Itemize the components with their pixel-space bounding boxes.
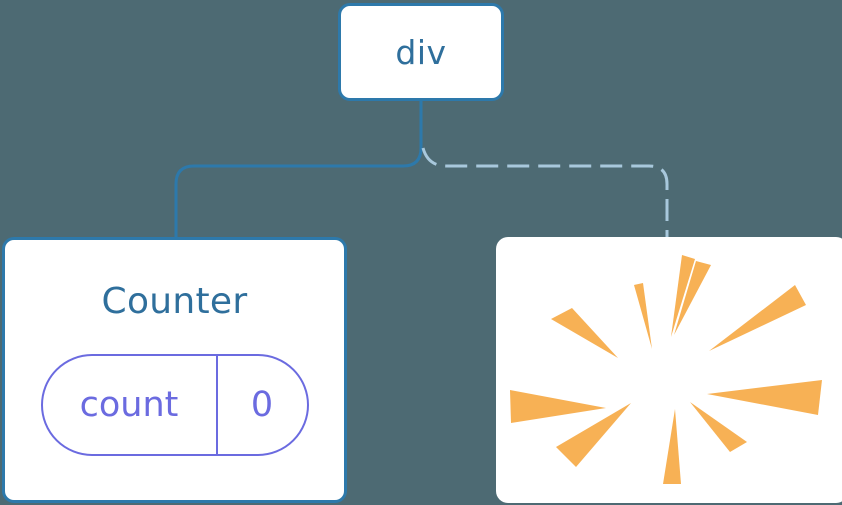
render-burst-icon (510, 255, 822, 484)
burst-ray-ne (709, 285, 806, 351)
burst-rays (510, 255, 822, 484)
burst-ray-nw (551, 308, 618, 358)
burst-ray-n (671, 255, 695, 337)
state-pill-key: count (43, 356, 218, 454)
state-pill-count[interactable]: count 0 (40, 354, 309, 456)
burst-ray-nne (674, 261, 711, 335)
node-counter[interactable]: Counter count 0 (2, 237, 347, 503)
burst-ray-e (707, 380, 822, 415)
burst-ray-w (510, 390, 606, 423)
node-burst[interactable] (496, 237, 842, 503)
burst-ray-nnw (634, 283, 652, 349)
burst-ray-s (663, 409, 681, 484)
node-div-label: div (395, 32, 447, 72)
node-div[interactable]: div (338, 3, 504, 101)
state-pill-value: 0 (250, 384, 274, 425)
edge-root-to-burst (421, 147, 669, 240)
burst-ray-sw (556, 403, 631, 467)
node-counter-label: Counter (101, 281, 248, 322)
edge-root-to-counter (174, 98, 423, 242)
burst-ray-se (690, 402, 747, 452)
